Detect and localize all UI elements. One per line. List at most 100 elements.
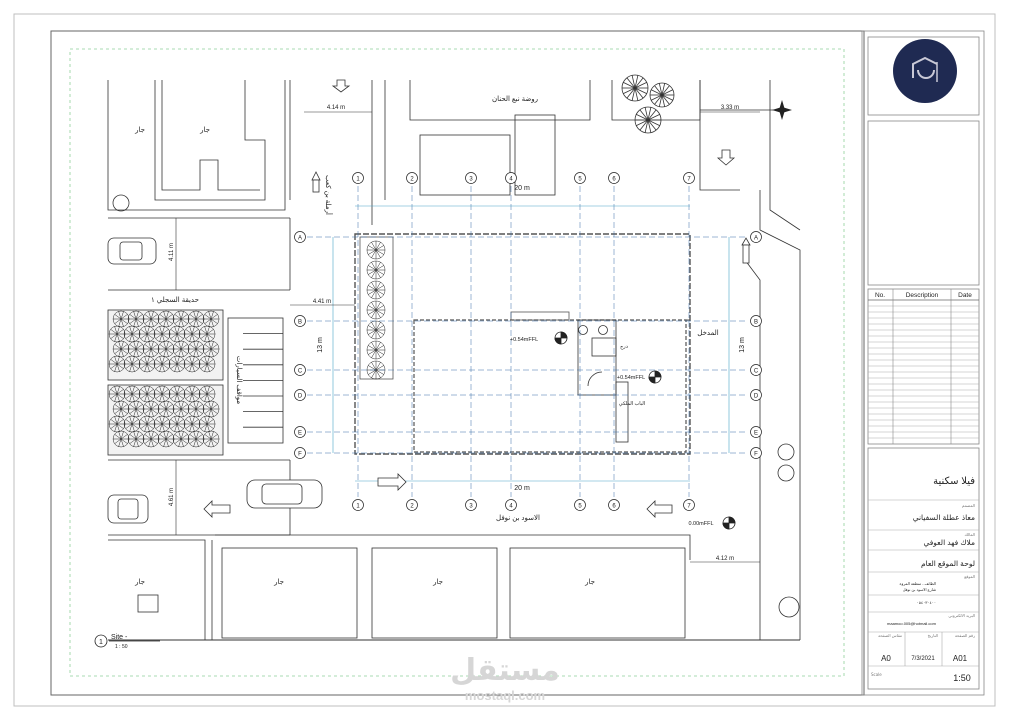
neighbor-label: جار — [134, 579, 145, 586]
view-title: 1 Site - 1 : 50 — [94, 634, 160, 650]
cars — [107, 237, 323, 524]
grid-bubble: D — [294, 389, 306, 401]
view-title-text: Site - — [111, 634, 128, 641]
grid-bubble: B — [750, 315, 762, 327]
dimension-label: 4.61 m — [169, 488, 175, 506]
dimension-label: 4.12 m — [716, 556, 734, 562]
grid-bubble: B — [294, 315, 306, 327]
drawing-border — [50, 30, 865, 696]
svg-text:A: A — [754, 235, 758, 241]
tree-symbol — [202, 340, 220, 358]
street-label-left: أرملة بن كعب — [324, 175, 333, 215]
tree-symbol — [366, 340, 386, 360]
sheet-date: 7/3/2021 — [911, 656, 935, 662]
email-address: maamoo.005@hotmail.com — [887, 621, 937, 626]
revision-header-description: Description — [906, 292, 939, 299]
tree-symbol — [108, 415, 126, 433]
paper-size: A0 — [881, 654, 891, 663]
tree-symbol — [183, 325, 201, 343]
designer-name: معاذ عطلة السفياني — [913, 513, 975, 522]
grid-bubble: 2 — [406, 499, 418, 511]
tree-symbol — [108, 355, 126, 373]
north-arrow-icon — [772, 100, 792, 120]
parking-bays — [227, 317, 284, 444]
dimension-label: 3.33 m — [721, 105, 739, 111]
project-name: فيلا سكنية — [933, 476, 975, 487]
svg-text:مستقل: مستقل — [450, 654, 560, 687]
neighbor-label: جار — [432, 579, 443, 586]
svg-text:6: 6 — [612, 503, 616, 509]
revision-table: No. Description Date — [868, 289, 979, 444]
door-label: الباب الملكي — [619, 401, 645, 407]
tree-symbol — [183, 355, 201, 373]
grid-bubble: 7 — [683, 499, 695, 511]
svg-text:3: 3 — [469, 503, 473, 509]
svg-text:C: C — [754, 368, 759, 374]
tree-symbol — [142, 310, 160, 328]
svg-text:5: 5 — [578, 503, 582, 509]
svg-text:7: 7 — [687, 176, 691, 182]
dimension-chains — [175, 111, 760, 563]
level-label: 0.00mFFL — [688, 521, 713, 527]
svg-text:C: C — [298, 368, 303, 374]
tree-symbol — [649, 82, 675, 108]
tree-symbol — [366, 320, 386, 340]
street-trees — [112, 74, 800, 618]
outer-frame — [13, 13, 996, 707]
dimension-label: 4.41 m — [313, 299, 331, 305]
parking-label: مواقف السيارات — [235, 356, 242, 405]
tree-symbol — [127, 310, 145, 328]
grid-bubble: 3 — [465, 499, 477, 511]
dimension-label: 13 m — [739, 337, 746, 353]
grid-bubble: F — [750, 447, 762, 459]
grid-bubble: 1 — [352, 172, 364, 184]
location-line-1: الطائف - منطقة المروة — [900, 582, 936, 586]
street-label-top: روضة نبع الحنان — [492, 96, 538, 103]
watermark: مستقل mostaql.com — [450, 654, 560, 703]
grid-bubble: E — [750, 426, 762, 438]
building-plot — [354, 233, 691, 455]
view-scale: 1 : 50 — [115, 644, 128, 650]
tree-symbol — [127, 430, 145, 448]
tree-symbol — [621, 74, 649, 102]
tree-symbol — [112, 430, 130, 448]
sheet-number: A01 — [953, 654, 968, 663]
grid-bubble: 7 — [683, 172, 695, 184]
grid-bubble: D — [750, 389, 762, 401]
tree-symbol — [183, 415, 201, 433]
grid-bubble: 5 — [574, 499, 586, 511]
svg-text:3: 3 — [469, 176, 473, 182]
entrance-label: المدخل — [697, 330, 718, 337]
scale-value: 1:50 — [953, 673, 971, 683]
tree-symbol — [198, 325, 216, 343]
tree-symbol — [198, 385, 216, 403]
grid-bubble: 4 — [505, 172, 517, 184]
dimension-label: 4.14 m — [327, 105, 345, 111]
designer-caption: المصمم — [962, 503, 975, 508]
sheet-title: لوحة الموقع العام — [921, 559, 975, 568]
view-number: 1 — [99, 639, 103, 646]
svg-text:4: 4 — [509, 503, 513, 509]
grid-bubble: 3 — [465, 172, 477, 184]
svg-text:2: 2 — [410, 503, 414, 509]
svg-text:5: 5 — [578, 176, 582, 182]
svg-text:1: 1 — [356, 176, 360, 182]
level-markers — [554, 331, 736, 530]
dimension-label: 20 m — [514, 485, 530, 492]
svg-text:mostaql.com: mostaql.com — [465, 688, 545, 703]
svg-text:B: B — [298, 319, 302, 325]
svg-text:B: B — [754, 319, 758, 325]
dimension-label: 20 m — [514, 185, 530, 192]
phone-number: ٠٥٤٠٣٠٤٠٠ — [917, 600, 936, 605]
grid-bubble: 6 — [608, 499, 620, 511]
scale-caption: Scale — [871, 672, 882, 677]
tree-symbol — [142, 430, 160, 448]
dimension-label: 13 m — [317, 337, 324, 353]
svg-text:F: F — [298, 451, 302, 457]
company-logo — [893, 39, 957, 103]
neighbor-label: جار — [584, 579, 595, 586]
title-block — [861, 30, 985, 696]
viewport-frame — [69, 48, 845, 677]
paper-size-caption: مقاس الصفحة — [878, 633, 902, 638]
svg-text:E: E — [298, 430, 302, 436]
